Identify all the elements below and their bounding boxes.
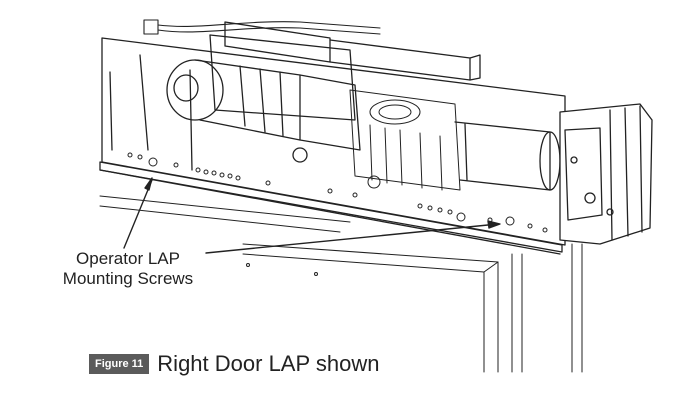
screw-holes (127, 152, 548, 233)
arrow-left (123, 179, 153, 249)
upper-bracket (329, 39, 481, 81)
closer-cylinder (454, 121, 561, 191)
arrowhead-right (487, 220, 501, 229)
arrowhead-left (144, 177, 153, 191)
wire-harness (143, 19, 381, 35)
figure-caption-text: Right Door LAP shown (157, 351, 380, 376)
callout-line-1: Operator LAP (76, 249, 180, 268)
motor-assembly (166, 21, 361, 163)
figure-number-badge: Figure 11 (89, 354, 150, 374)
screws-callout: Operator LAP Mounting Screws (20, 249, 236, 289)
gear-train (349, 89, 461, 191)
callout-arrows (123, 177, 501, 254)
end-cap (559, 103, 653, 245)
figure-caption: Figure 11 Right Door LAP shown (89, 351, 379, 377)
arrow-right (205, 223, 499, 254)
callout-line-2: Mounting Screws (62, 269, 194, 288)
